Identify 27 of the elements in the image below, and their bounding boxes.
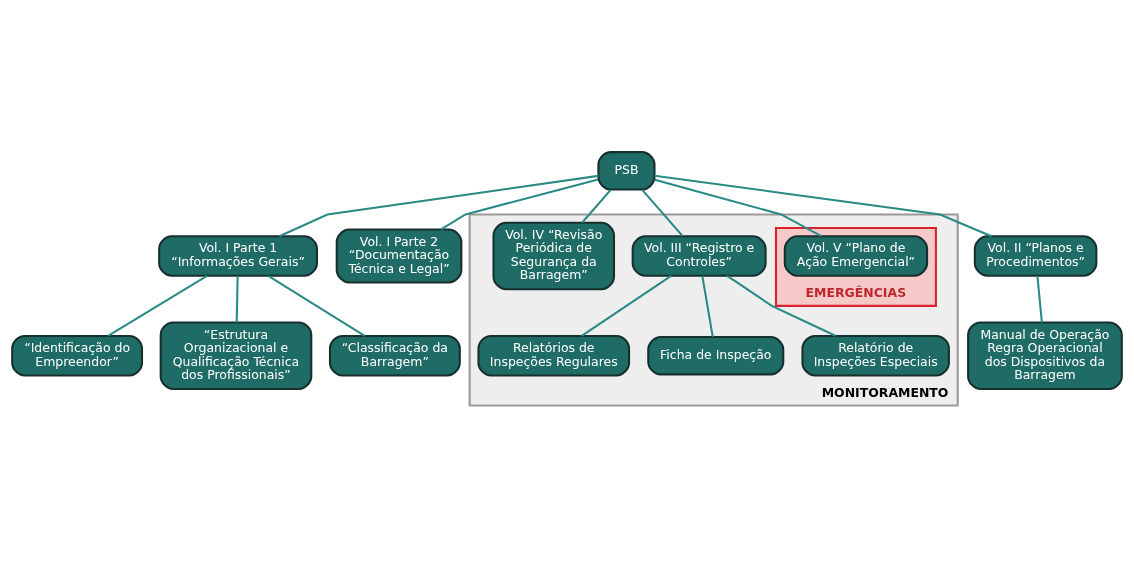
node-box: “Identificação do Empreendor” (11, 334, 144, 377)
node-box: Relatório de Inspeções Especiais (801, 334, 950, 377)
node-box: Vol. II “Planos e Procedimentos” (973, 235, 1098, 277)
connector (641, 189, 684, 237)
connector (235, 275, 239, 323)
node-box: Vol. I Parte 1 “Informações Gerais” (158, 235, 319, 277)
node-box: PSB (597, 151, 656, 191)
node-box: “Estrutura Organizacional e Qualificação Técnica dos Profissionais” (159, 321, 313, 390)
connector (701, 275, 714, 338)
node-box: “Classificação da Barragem” (328, 334, 461, 377)
node-box: Vol. III “Registro e Controles” (631, 235, 767, 277)
connector (654, 174, 992, 238)
node-box: Manual de Operação Regra Operacional dos Dispositivos da Barragem (967, 321, 1123, 390)
connector (581, 189, 612, 224)
node-box: Ficha de Inspeção (647, 335, 785, 376)
node-box: Relatórios de Inspeções Regulares (477, 334, 631, 377)
node-box: Vol. V “Plano de Ação Emergencial” (783, 235, 929, 277)
connector (440, 178, 599, 231)
node-box: Vol. I Parte 2 “Documentação Técnica e Legal” (335, 228, 463, 284)
connector (1036, 275, 1043, 323)
connector (267, 274, 366, 337)
connector (278, 174, 599, 238)
connector (654, 178, 822, 238)
connector (581, 275, 672, 337)
node-box: Vol. IV “Revisão Periódica de Segurança da Barragem” (492, 221, 616, 291)
connector (726, 274, 837, 337)
connector (107, 274, 208, 337)
